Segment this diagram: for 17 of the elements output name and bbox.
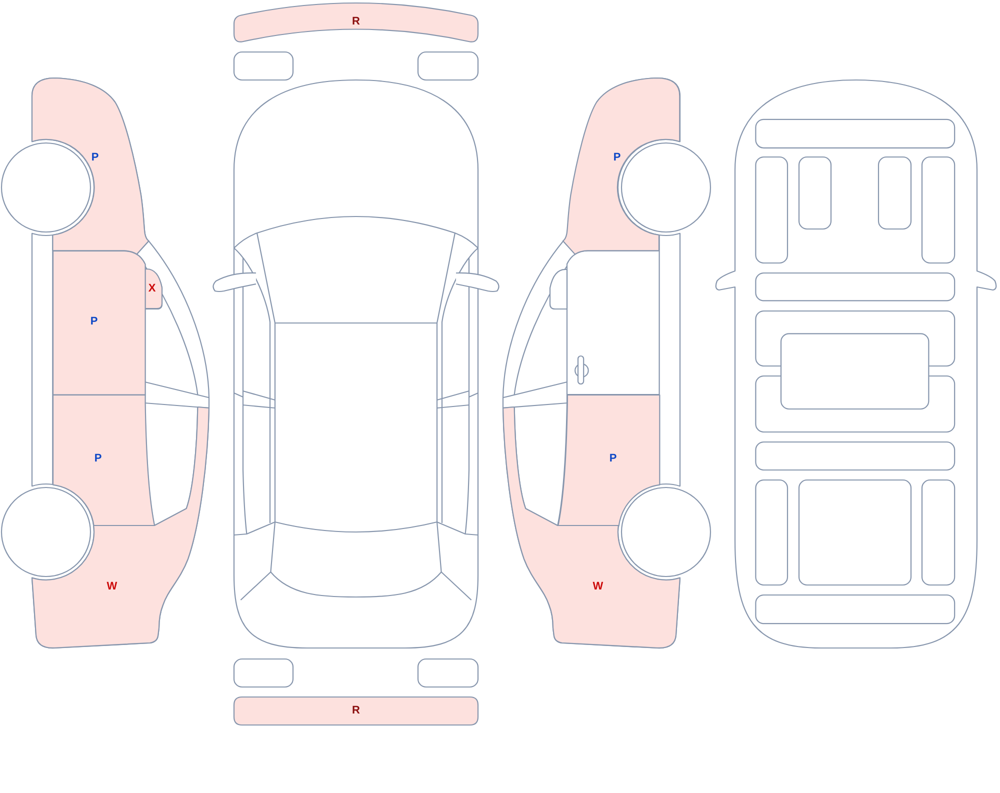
- fender-panel: [562, 77, 681, 256]
- bumper-panel: [233, 696, 479, 726]
- damage-code: P: [90, 316, 98, 328]
- door-panel: [52, 394, 156, 527]
- damage-code: W: [106, 581, 118, 592]
- bumper-panel: [233, 2, 479, 44]
- damage-code: P: [94, 454, 102, 464]
- damage-code: P: [609, 454, 617, 464]
- damage-code: R: [352, 16, 360, 28]
- damage-code: P: [91, 152, 99, 164]
- damage-code: R: [352, 706, 360, 716]
- damage-code: W: [592, 581, 604, 592]
- door-panel: [556, 394, 660, 527]
- fender-panel: [31, 77, 150, 256]
- damage-code: P: [613, 152, 621, 164]
- damage-code: X: [148, 283, 156, 294]
- door-panel: [52, 250, 146, 396]
